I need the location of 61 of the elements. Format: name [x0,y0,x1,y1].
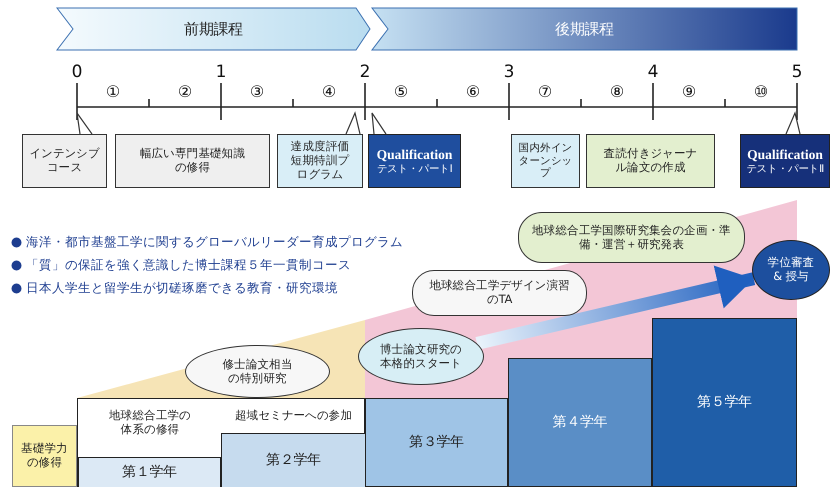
scale-number: 3 [502,62,516,82]
node-label: 地球総合工学デザイン演習のTA [428,279,571,307]
node-label: 基礎学力の修得 [20,442,69,470]
activity-box [518,212,745,263]
period-number: ⑧ [608,82,626,101]
period-number: ① [104,82,122,101]
bullet-text: 日本人学生と留学生が切磋琢磨できる教育・研究環境 [26,280,338,297]
scale-number: 4 [646,62,660,82]
year-block [221,433,366,487]
arrow [476,266,756,350]
course-box [22,134,107,188]
node-label: 後期課程 [555,20,614,38]
period-number: ⑩ [752,82,770,101]
node-label: 第５学年 [697,394,752,411]
node-label: 幅広い専門基礎知識の修得 [138,147,246,175]
activity-box [412,270,587,316]
period-number: ④ [320,82,338,101]
bullet-text: 海洋・都市基盤工学に関するグローバルリーダー育成プログラム [26,234,403,251]
period-number: ③ [248,82,266,101]
node-label: 第４学年 [552,414,608,431]
year-block [508,358,652,487]
exam-subtitle: テスト・パートⅠ [376,162,452,176]
node-label: 査読付きジャーナル論文の作成 [602,147,698,175]
bullet-text: 「質」の保証を強く意識した博士課程５年一貫制コース [26,257,351,274]
node-label: 修士論文相当の特別研究 [221,358,294,386]
course-box [586,134,715,188]
period-number: ⑨ [680,82,698,101]
exam-box [368,134,461,188]
course-box [277,134,363,188]
node-label: 第３学年 [409,434,464,451]
year-block [365,398,508,487]
year-block [78,457,221,487]
node-label: 超域セミナーへの参加 [234,409,353,423]
period-number: ⑤ [392,82,410,101]
scale-number: 2 [358,62,372,82]
study-panel [77,398,365,487]
exam-title: Qualification [747,146,823,163]
exam-title: Qualification [376,146,452,163]
node-label: 前期課程 [184,20,243,38]
node-label: 地球総合工学の体系の修得 [108,409,192,437]
year-block [652,318,797,487]
course-box [511,134,580,188]
node-label: 学位審査 & 授与 [766,256,816,284]
node-label: 博士論文研究の本格的スタート [379,342,463,370]
node-label: 第１学年 [122,464,177,481]
phase-arrow [57,8,370,50]
period-number: ⑥ [464,82,482,101]
node-label: 第２学年 [266,452,321,469]
course-box [115,134,270,188]
scale-number: 0 [70,62,84,82]
period-number: ② [176,82,194,101]
scale-number: 1 [214,62,228,82]
exam-subtitle: テスト・パートⅡ [746,162,824,176]
exam-box [740,134,830,188]
scale-number: 5 [790,62,804,82]
period-number: ⑦ [536,82,554,101]
node-label: 国内外インターンシップ [518,142,574,180]
node-label: 地球総合工学国際研究集会の企画・準備・運営＋研究発表 [531,224,732,252]
foundation-box [12,425,77,487]
node-label: 達成度評価短期特訓プログラム [290,140,350,182]
node-label: インテンシブコース [28,147,101,175]
